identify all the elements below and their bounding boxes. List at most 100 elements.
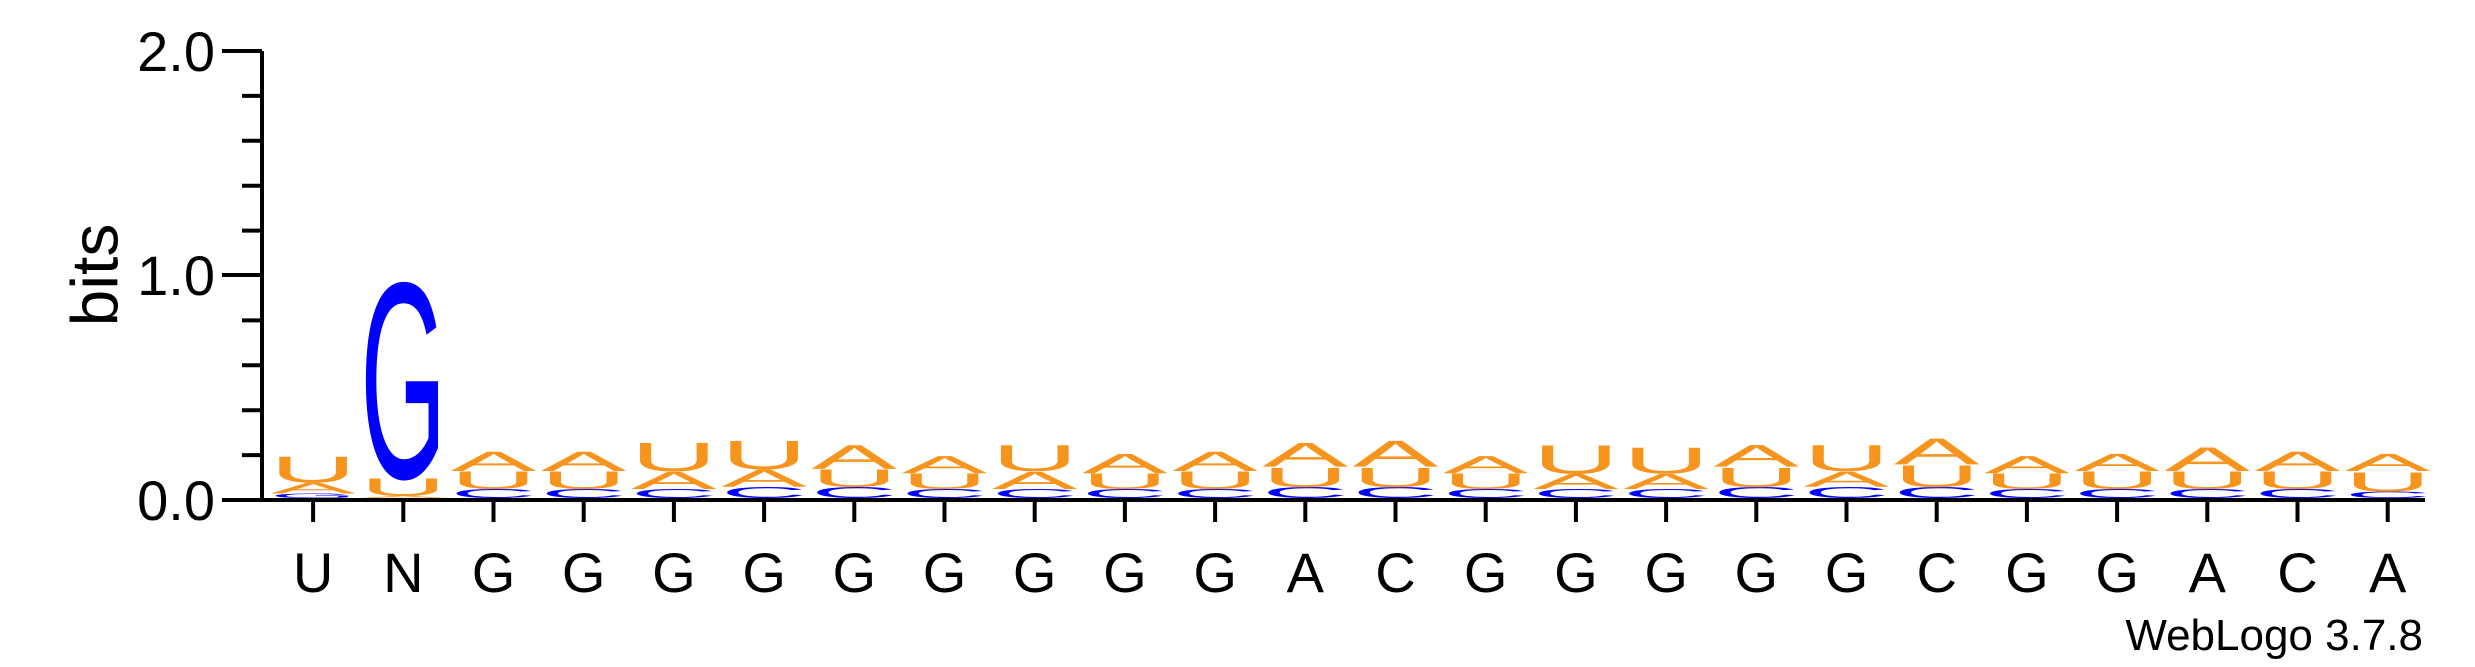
position-label: G [2095, 541, 2139, 604]
position-label: G [1193, 541, 1237, 604]
position-label: G [1825, 541, 1869, 604]
logo-glyph-u: U [1172, 467, 1258, 495]
logo-glyph-u: U [360, 473, 446, 501]
logo-glyph-u: U [1353, 462, 1439, 493]
logo-glyph-c: C [631, 487, 717, 501]
logo-glyph-a: A [992, 466, 1078, 494]
logo-glyph-u: U [901, 470, 987, 494]
position-label: G [833, 541, 877, 604]
logo-glyph-u: U [1984, 470, 2070, 494]
logo-glyph-a: A [1804, 467, 1890, 491]
y-tick-label-1: 1.0 [137, 244, 215, 307]
logo-glyph-a: A [270, 480, 356, 497]
logo-glyph-a: A [1623, 469, 1709, 493]
y-axis: 0.0 1.0 2.0 bits [57, 20, 264, 532]
logo-glyph-c: C [1443, 487, 1529, 501]
logo-glyph-u: U [2345, 466, 2431, 497]
logo-glyph-a: A [811, 438, 897, 476]
logo-glyph-u: U [1082, 470, 1168, 494]
position-label: G [562, 541, 606, 604]
logo-glyph-a: A [1984, 451, 2070, 479]
position-label: G [923, 541, 967, 604]
position-label: G [1554, 541, 1598, 604]
position-label: A [2189, 541, 2227, 604]
logo-glyph-u: U [541, 467, 627, 495]
position-label: G [2005, 541, 2049, 604]
position-label: G [742, 541, 786, 604]
logo-glyph-g: G [270, 492, 356, 499]
logo-glyph-c: C [1262, 484, 1348, 501]
position-label: G [1013, 541, 1057, 604]
position-label: C [1375, 541, 1415, 604]
logo-glyph-a: A [721, 464, 807, 492]
logo-glyph-c: C [1082, 487, 1168, 501]
logo-glyph-u: U [2255, 467, 2341, 495]
x-axis [262, 498, 2425, 522]
position-label: U [293, 541, 333, 604]
logo-glyph-u: U [1713, 462, 1799, 493]
logo-glyph-c: C [1984, 487, 2070, 501]
logo-glyph-a: A [2074, 448, 2160, 476]
logo-glyph-c: C [902, 487, 988, 501]
y-axis-title: bits [57, 224, 131, 327]
logo-glyph-a: A [1353, 433, 1439, 475]
logo-glyph-c: C [541, 487, 627, 501]
weblogo-credit: WebLogo 3.7.8 [2125, 611, 2423, 660]
logo-glyph-c: C [1533, 487, 1619, 501]
logo-glyph-u: U [1623, 439, 1709, 481]
y-tick-label-2: 2.0 [137, 20, 215, 83]
logo-glyph-a: A [1082, 448, 1168, 479]
logo-glyph-u: U [2074, 467, 2160, 495]
logo-glyph-u: U [270, 448, 356, 490]
logo-glyph-a: A [1443, 451, 1529, 479]
y-tick-label-0: 0.0 [137, 469, 215, 532]
position-label: G [1103, 541, 1147, 604]
logo-glyph-u: U [992, 437, 1078, 479]
logo-glyph-a: A [2255, 446, 2341, 477]
logo-glyph-u: U [2164, 467, 2250, 495]
y-minor-ticks [242, 93, 262, 458]
logo-glyph-u: U [1443, 470, 1529, 494]
position-label: G [1735, 541, 1779, 604]
logo-glyph-u: U [1262, 462, 1348, 493]
position-label: G [1464, 541, 1508, 604]
logo-glyph-u: U [811, 464, 897, 492]
logo-glyph-a: A [541, 446, 627, 477]
logo-glyph-a: A [360, 495, 446, 498]
logo-glyph-a: A [1894, 431, 1980, 473]
logo-glyph-c: C [2074, 487, 2160, 501]
logo-glyph-a: A [631, 466, 717, 494]
logo-glyph-c: C [2345, 490, 2431, 500]
position-label: G [652, 541, 696, 604]
position-label: C [1916, 541, 1956, 604]
logo-glyph-c: C [1894, 484, 1980, 501]
logo-glyph-u: U [1894, 459, 1980, 494]
logo-glyph-c: C [1172, 487, 1258, 501]
logo-glyph-c: C [1353, 484, 1439, 501]
logo-glyph-c: C [721, 484, 807, 501]
logo-glyph-a: A [1262, 436, 1348, 474]
logo-glyph-u: U [451, 467, 537, 495]
logo-glyph-a: A [2345, 448, 2431, 476]
logo-glyph-a: A [2164, 440, 2250, 478]
logo-glyph-c: C [1623, 487, 1709, 501]
logo-glyph-u: U [721, 432, 807, 478]
position-label: A [1287, 541, 1325, 604]
logo-glyph-c: C [1804, 484, 1890, 501]
position-label: N [383, 541, 423, 604]
logo-glyph-c: C [2255, 487, 2341, 501]
logo-glyph-a: A [1713, 438, 1800, 473]
logo-glyph-c: C [811, 484, 897, 501]
position-label: G [472, 541, 516, 604]
position-label: G [1644, 541, 1688, 604]
logo-glyph-c: C [1713, 484, 1799, 501]
logo-glyph-u: U [631, 434, 717, 480]
logo-glyph-a: A [1172, 446, 1258, 477]
logo-glyph-u: U [1804, 437, 1890, 479]
logo-glyph-c: C [451, 487, 537, 501]
logo-glyph-u: U [1533, 436, 1619, 482]
logo-glyph-a: A [451, 446, 537, 477]
